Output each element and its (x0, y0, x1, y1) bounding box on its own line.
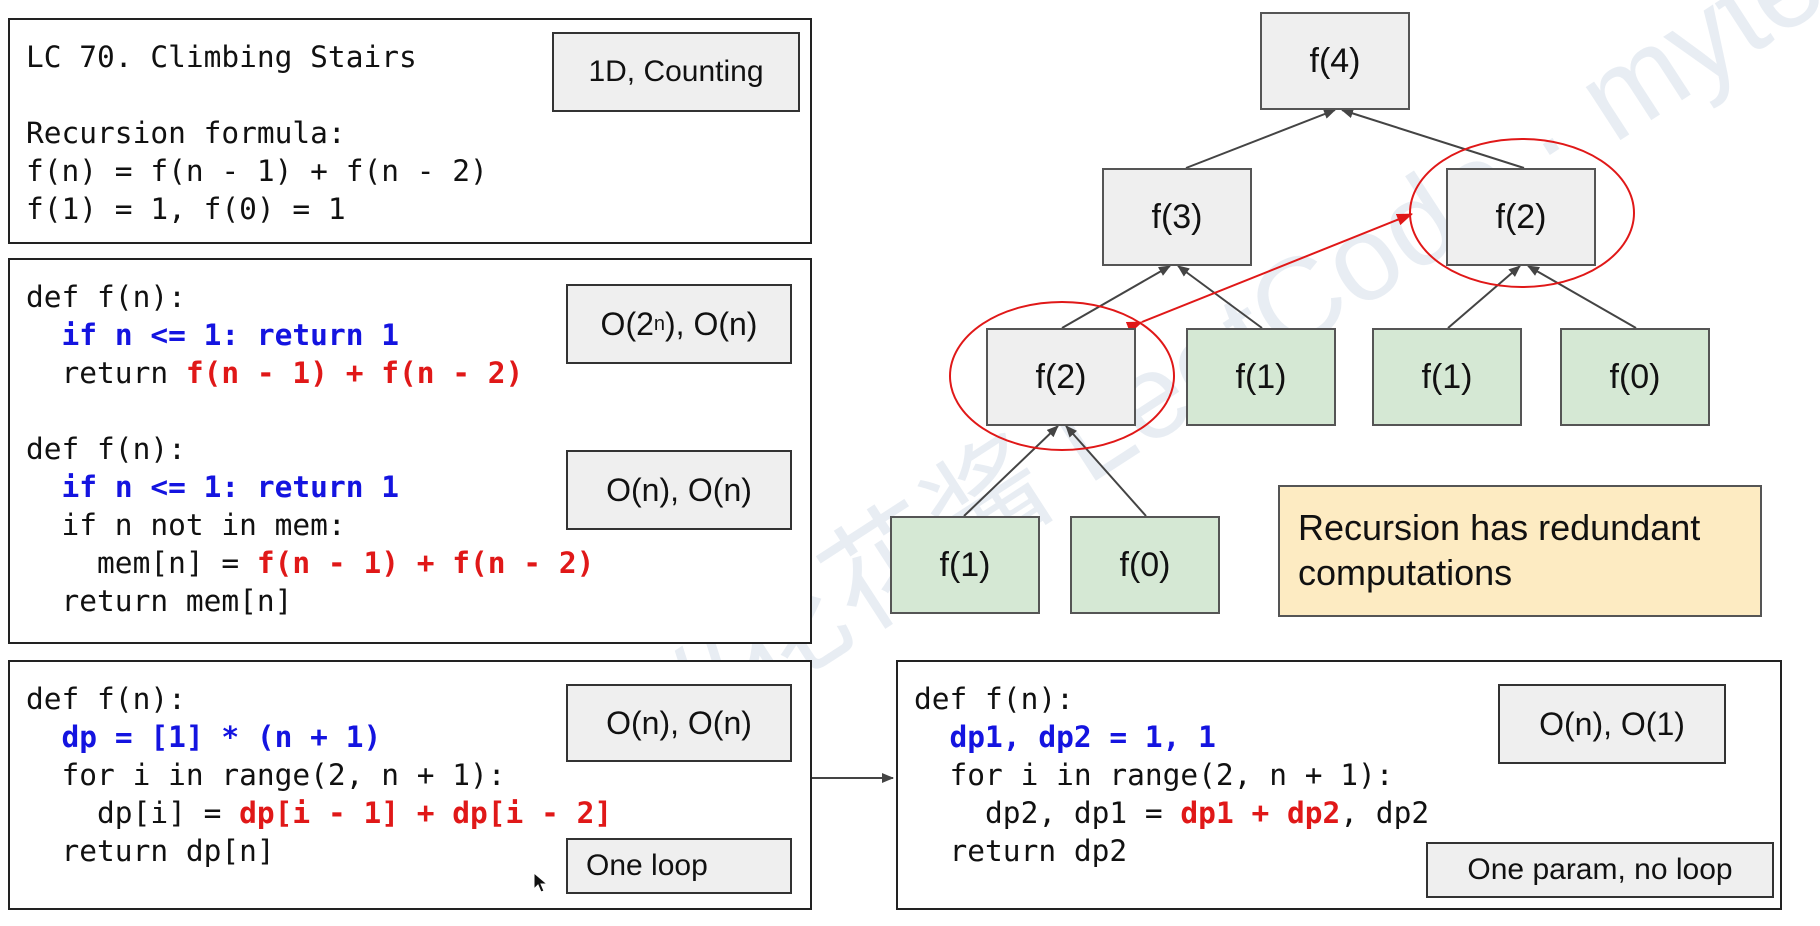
opt-assign-expr: dp1 + dp2 (1180, 796, 1341, 830)
node-f1-c: f(1) (890, 516, 1040, 614)
edge-f1b-to-f2r (1447, 265, 1521, 329)
node-f1-b: f(1) (1372, 328, 1522, 426)
edge-f3-to-f4 (1185, 109, 1336, 169)
problem-title: LC 70. Climbing Stairs (26, 40, 417, 74)
redundancy-callout: Recursion has redundant computations (1278, 485, 1762, 617)
dp-init-line: dp = [1] * (n + 1) (61, 720, 382, 754)
dp-def-line: def f(n): (26, 682, 186, 716)
opt-assign-prefix: dp2, dp1 = (914, 796, 1181, 830)
recursion-memo-panel: def f(n): if n <= 1: return 1 return f(n… (8, 258, 812, 644)
memo-return-line: return mem[n] (26, 584, 293, 618)
dp-complexity-badge: O(n), O(n) (566, 684, 792, 762)
tree-edges-layer (812, 108, 1637, 783)
recursion-complexity-prefix: O(2 (600, 305, 654, 342)
category-tag: 1D, Counting (552, 32, 800, 112)
opt-init-line: dp1, dp2 = 1, 1 (949, 720, 1216, 754)
opt-loop-line: for i in range(2, n + 1): (914, 758, 1394, 792)
node-f4: f(4) (1260, 12, 1410, 110)
dp-assign-prefix: dp[i] = (26, 796, 240, 830)
formula-line-1: f(n) = f(n - 1) + f(n - 2) (26, 154, 488, 188)
dp-note-badge: One loop (566, 838, 792, 894)
opt-def-line: def f(n): (914, 682, 1074, 716)
highlight-ellipse-right (1409, 138, 1635, 288)
opt-return-line: return dp2 (914, 834, 1128, 868)
node-f0-b: f(0) (1070, 516, 1220, 614)
memo-base-case: if n <= 1: return 1 (61, 470, 399, 504)
dp-panel: def f(n): dp = [1] * (n + 1) for i in ra… (8, 660, 812, 910)
node-f0-a: f(0) (1560, 328, 1710, 426)
memo-def-line: def f(n): (26, 432, 186, 466)
edge-f1a-to-f3 (1177, 265, 1263, 329)
node-f2-right: f(2) (1446, 168, 1596, 266)
recursion-return-expr: f(n - 1) + f(n - 2) (185, 356, 524, 390)
memo-assign-prefix: mem[n] = (26, 546, 257, 580)
dp-loop-line: for i in range(2, n + 1): (26, 758, 506, 792)
node-f3: f(3) (1102, 168, 1252, 266)
recursion-complexity-sup: n (653, 312, 666, 335)
dp-assign-expr: dp[i - 1] + dp[i - 2] (239, 796, 613, 830)
memo-complexity-badge: O(n), O(n) (566, 450, 792, 530)
memo-check-line: if n not in mem: (26, 508, 346, 542)
opt-assign-tail: , dp2 (1340, 796, 1430, 830)
recursion-complexity-suffix: ), O(n) (665, 305, 758, 342)
opt-complexity-badge: O(n), O(1) (1498, 684, 1726, 764)
edge-f1c-to-f2l (963, 425, 1059, 517)
node-f2-left: f(2) (986, 328, 1136, 426)
mouse-cursor-icon (533, 872, 549, 893)
edge-f2l-to-f3 (1061, 265, 1171, 329)
edge-f0b-to-f2l (1065, 425, 1147, 517)
memo-assign-expr: f(n - 1) + f(n - 2) (256, 546, 595, 580)
dp-return-line: return dp[n] (26, 834, 275, 868)
opt-note-badge: One param, no loop (1426, 842, 1774, 898)
recursion-base-case: if n <= 1: return 1 (61, 318, 399, 352)
highlight-ellipse-left (949, 301, 1175, 451)
node-f1-a: f(1) (1186, 328, 1336, 426)
recursion-def-line: def f(n): (26, 280, 186, 314)
dp-optimized-panel: def f(n): dp1, dp2 = 1, 1 for i in range… (896, 660, 1782, 910)
formula-heading: Recursion formula: (26, 116, 346, 150)
edge-f2r-to-f4 (1341, 108, 1525, 169)
formula-line-2: f(1) = 1, f(0) = 1 (26, 192, 346, 226)
edge-f0a-to-f2r (1527, 265, 1637, 329)
redundancy-arrow (1125, 213, 1413, 334)
recursion-return-keyword: return (26, 356, 186, 390)
